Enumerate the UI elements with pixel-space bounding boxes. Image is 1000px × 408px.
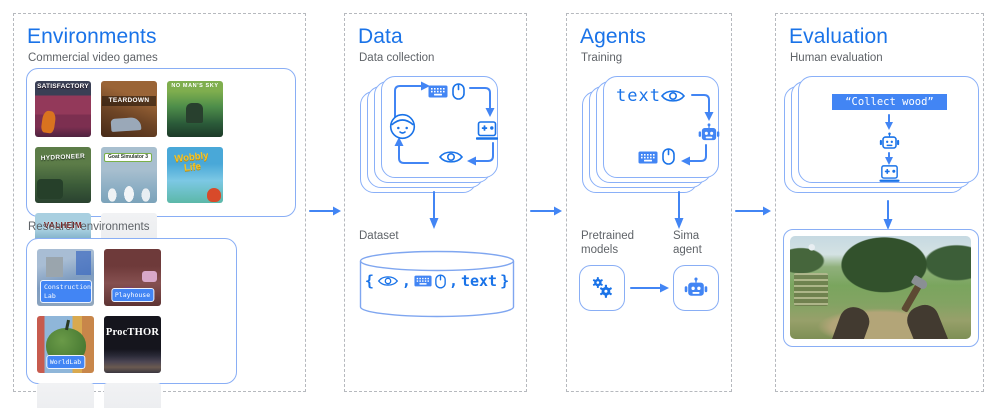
pretrained-models-label: Pretrained models — [581, 230, 635, 257]
game-computer-icon — [476, 121, 498, 140]
brace-close: } — [500, 272, 510, 290]
instruction-box: “Collect wood” — [832, 94, 947, 110]
game-tile-goat-simulator: Goat Simulator 3 — [101, 147, 157, 203]
training-subtitle: Training — [581, 52, 623, 64]
game-tile-satisfactory: SATISFACTORY — [35, 81, 91, 137]
eye-icon — [660, 90, 686, 102]
comma: , — [401, 272, 411, 290]
arrow-down-icon — [429, 191, 439, 229]
database-cylinder-icon — [359, 250, 515, 318]
game-title: VALHEIM — [43, 221, 83, 230]
game-title: Wobbly Life — [173, 150, 209, 174]
arrow-down-icon — [885, 152, 893, 165]
env-tile-construction-lab: Construction Lab — [37, 249, 94, 306]
robot-icon — [879, 132, 900, 149]
robot-icon — [698, 123, 720, 141]
agents-section: Agents Training text — [566, 13, 732, 392]
environments-title: Environments — [27, 25, 157, 48]
game-tile-hydroneer: HYDRONEER — [35, 147, 91, 203]
person-icon — [389, 113, 416, 140]
agents-title: Agents — [580, 25, 646, 48]
eye-icon — [377, 276, 399, 286]
dataset-tuple: { , , text } — [359, 272, 515, 290]
data-section: Data Data collection — [344, 13, 527, 392]
arrow-left-up-icon — [394, 137, 429, 164]
environments-section: Environments Commercial video games SATI… — [13, 13, 306, 408]
research-environments-box: Construction Lab Playhouse WorldLab Proc… — [26, 238, 237, 408]
evaluation-title: Evaluation — [789, 25, 889, 48]
pretrained-models-box — [579, 265, 625, 311]
env-tile-playhouse: Playhouse — [104, 249, 161, 306]
arrow-right-down-icon — [469, 87, 495, 117]
player-left-arm — [830, 303, 874, 339]
sima-agent-box — [673, 265, 719, 311]
dataset-label: Dataset — [359, 230, 399, 242]
arrow-up-right-icon — [394, 81, 430, 118]
data-title: Data — [358, 25, 403, 48]
commercial-games-subtitle: Commercial video games — [28, 52, 158, 64]
data-collection-card — [381, 76, 498, 178]
env-tile-placeholder — [104, 383, 161, 408]
research-environments-subtitle: Research environments — [28, 221, 150, 233]
mouse-icon — [435, 273, 446, 289]
dataset-cylinder: { , , text } — [359, 250, 515, 318]
game-tile-no-mans-sky: NO MAN'S SKY — [167, 81, 223, 137]
game-hud — [794, 273, 828, 307]
arrow-right-icon — [630, 283, 669, 293]
evaluation-section: Evaluation Human evaluation “Collect woo… — [775, 13, 984, 392]
game-tile-wobbly-life: Wobbly Life — [167, 147, 223, 203]
robot-icon — [684, 277, 708, 296]
game-tile-teardown: TEARDOWN — [101, 81, 157, 137]
eye-icon — [438, 151, 464, 163]
arrow-down-icon — [885, 114, 893, 130]
training-card: text — [603, 76, 720, 178]
env-title: Playhouse — [110, 287, 155, 302]
game-title: SATISFACTORY — [37, 83, 89, 90]
commercial-games-box: SATISFACTORY TEARDOWN NO MAN'S SKY HYDRO… — [26, 68, 296, 269]
game-title: Goat Simulator 3 — [104, 153, 153, 163]
gameplay-screenshot-box — [783, 229, 979, 347]
evaluation-card: “Collect wood” — [798, 76, 979, 183]
env-tile-placeholder — [37, 383, 94, 408]
env-title: ProcTHOR — [105, 327, 160, 338]
gameplay-screenshot — [790, 236, 971, 339]
keyboard-icon — [428, 85, 448, 98]
sima-agent-label: Sima agent — [673, 230, 702, 257]
env-tile-procthor: ProcTHOR — [104, 316, 161, 373]
keyboard-icon — [638, 151, 658, 164]
env-tile-worldlab: WorldLab — [37, 316, 94, 373]
env-title: WorldLab — [45, 354, 86, 369]
game-computer-icon — [879, 165, 900, 182]
game-title: HYDRONEER — [40, 152, 86, 163]
env-title: Construction Lab — [40, 280, 92, 303]
human-evaluation-subtitle: Human evaluation — [790, 52, 883, 64]
game-title: TEARDOWN — [102, 96, 156, 106]
arrow-down-icon — [883, 200, 893, 230]
arrow-down-left-icon — [467, 142, 494, 166]
mouse-icon — [662, 148, 675, 165]
gears-icon — [592, 277, 612, 298]
arrow-right-down-icon — [691, 94, 714, 121]
arrow-right-icon — [735, 206, 771, 216]
text-token: text — [616, 86, 661, 106]
arrow-right-icon — [530, 206, 562, 216]
arrow-down-icon — [674, 191, 684, 229]
mouse-icon — [452, 83, 465, 100]
comma: , — [448, 272, 458, 290]
brace-open: { — [364, 272, 374, 290]
arrow-right-icon — [309, 206, 341, 216]
text-token: text — [460, 272, 498, 290]
data-collection-subtitle: Data collection — [359, 52, 435, 64]
arrow-down-left-icon — [681, 144, 707, 166]
game-title: NO MAN'S SKY — [171, 83, 219, 89]
keyboard-icon — [414, 275, 432, 287]
